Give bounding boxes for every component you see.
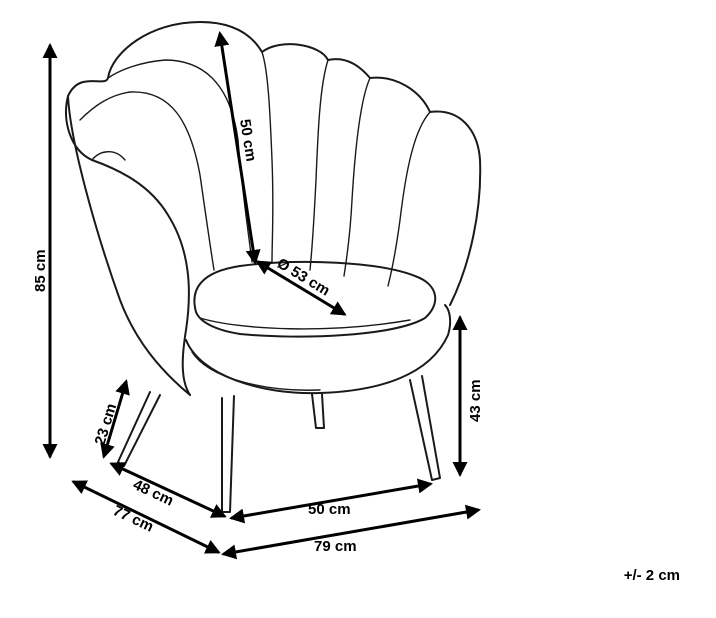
label-total-width: 79 cm — [314, 538, 357, 555]
dimension-lines — [42, 31, 481, 560]
label-seat-height: 43 cm — [467, 379, 484, 422]
tolerance-note: +/- 2 cm — [623, 567, 680, 584]
dim-line-total-width — [221, 504, 481, 560]
dim-line-total-depth — [71, 480, 221, 554]
label-leg-height: 23 cm — [92, 402, 121, 448]
label-total-depth: 77 cm — [110, 502, 156, 535]
dim-line-back-height — [214, 31, 261, 265]
label-back-height: 50 cm — [236, 118, 259, 163]
dim-line-leg-height — [100, 379, 130, 459]
label-total-height: 85 cm — [32, 249, 49, 292]
chair-outline — [65, 21, 482, 513]
label-leg-depth: 48 cm — [130, 476, 176, 509]
label-leg-width: 50 cm — [308, 501, 351, 518]
dim-line-seat-diameter — [255, 260, 347, 316]
